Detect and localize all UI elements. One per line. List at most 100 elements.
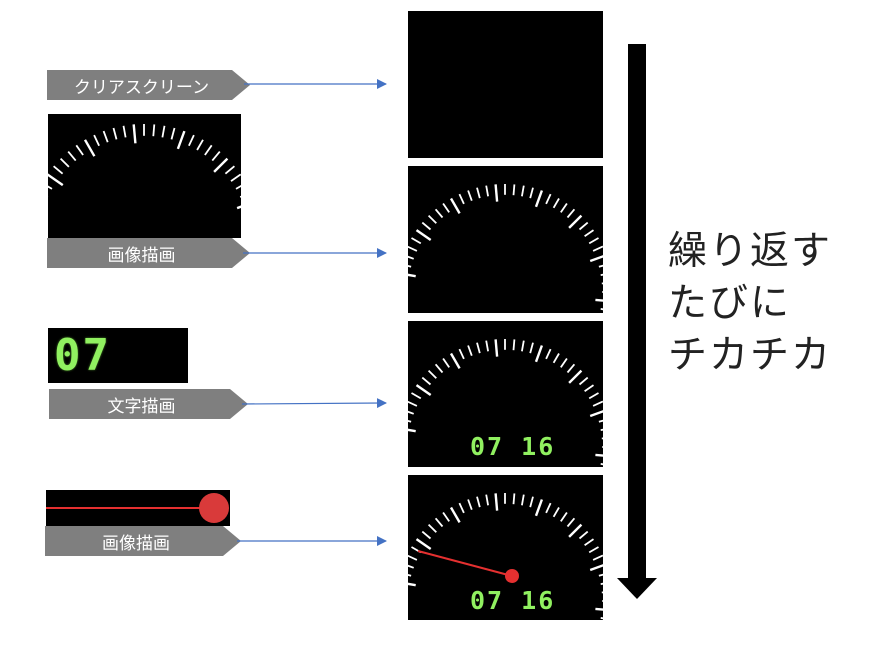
digits-source-text: 07 16 (54, 330, 111, 383)
gauge-tick (427, 369, 437, 379)
gauge-tick (112, 127, 118, 140)
gauge-tick (102, 130, 109, 143)
gauge-tick (196, 139, 204, 151)
gauge-tick (588, 237, 599, 245)
gauge-tick (512, 339, 516, 351)
gauge-tick (48, 173, 64, 187)
gauge-tick (213, 157, 229, 173)
gauge-tick (427, 523, 437, 533)
gauge-tick (75, 144, 84, 156)
gauge-tick (552, 507, 560, 518)
gauge-tick (421, 530, 432, 540)
gauge-source-image (48, 114, 241, 238)
gauge-tick (408, 420, 412, 423)
gauge-tick (53, 165, 64, 175)
gauge-needle-hub (505, 569, 519, 583)
gauge-tick (600, 617, 603, 620)
gauge-tick (421, 221, 432, 231)
gauge-tick (235, 184, 241, 190)
gauge-tick (434, 517, 444, 528)
gauge-tick (584, 538, 595, 546)
repeat-caption: 繰り返す たびに チカチカ (668, 226, 832, 382)
gauge-tick (170, 127, 176, 140)
gauge-tick (442, 202, 450, 213)
result-panel-complete: 07 16 (408, 475, 603, 620)
gauge-tick (560, 511, 568, 522)
gauge-tick (529, 342, 534, 354)
gauge-tick (408, 255, 415, 260)
gauge-tick (595, 607, 603, 611)
gauge-tick (467, 190, 473, 202)
gauge-tick (600, 428, 603, 431)
gauge-tick (408, 245, 418, 252)
gauge-tick (176, 130, 186, 150)
gauge-tick (512, 184, 516, 196)
digital-readout: 07 16 (470, 586, 556, 615)
gauge-tick (485, 185, 489, 197)
gauge-tick (494, 493, 499, 511)
gauge-tick (534, 190, 544, 208)
gauge-tick (230, 173, 241, 182)
gauge-tick (588, 392, 599, 400)
gauge-tick (224, 165, 235, 175)
gauge-tick (584, 384, 595, 392)
gauge-tick (408, 428, 416, 433)
gauge-tick (521, 340, 525, 352)
gauge-tick (122, 125, 127, 138)
gauge-tick (600, 463, 603, 466)
gauge-tick (408, 265, 412, 268)
gauge-tick (408, 554, 418, 561)
caption-line: 繰り返す (668, 229, 833, 274)
gauge-tick (415, 229, 432, 241)
gauge-tick (534, 499, 544, 517)
gauge-tick (467, 345, 473, 357)
gauge-tick (449, 197, 461, 214)
gauge-scale-graphic (408, 339, 603, 466)
gauge-tick (421, 376, 432, 386)
digital-readout: 07 16 (470, 432, 556, 461)
gauge-tick (476, 342, 481, 354)
gauge-tick (545, 193, 552, 205)
gauge-needle (417, 550, 513, 577)
digits-source-image: 07 16 (48, 328, 188, 383)
gauge-tick (48, 185, 53, 190)
gauge-tick (552, 353, 560, 364)
result-panel-gauge (408, 166, 603, 313)
caption-line: たびに (668, 281, 792, 326)
connector-arrow (241, 398, 387, 409)
gauge-tick (236, 205, 241, 210)
gauge-tick (534, 345, 544, 363)
gauge-tick (600, 582, 603, 585)
needle-graphic (46, 493, 229, 523)
gauge-tick (568, 369, 583, 384)
gauge-tick (211, 151, 221, 162)
gauge-tick (427, 214, 437, 224)
gauge-tick (529, 187, 534, 199)
gauge-tick (485, 494, 489, 506)
gauge-scale-graphic (48, 124, 241, 210)
gauge-tick (545, 348, 552, 360)
gauge-tick (578, 221, 589, 231)
gauge-tick (494, 184, 499, 202)
gauge-tick (595, 453, 603, 457)
gauge-tick (408, 273, 416, 278)
gauge-tick (592, 400, 603, 407)
gauge-tick (204, 144, 213, 156)
result-panel-cleared (408, 11, 603, 158)
gauge-tick (512, 493, 516, 505)
gauge-tick (188, 134, 195, 147)
gauge-tick (600, 308, 603, 311)
gauge-scale-graphic (408, 184, 603, 311)
repeat-arrow-shaft (628, 44, 646, 578)
gauge-tick (449, 506, 461, 523)
gauge-tick (588, 546, 599, 554)
gauge-tick (415, 538, 432, 550)
gauge-tick (595, 298, 603, 302)
gauge-tick (600, 273, 603, 276)
step-label-draw-image-gauge: 画像描画 (47, 238, 250, 268)
gauge-tick (485, 340, 489, 352)
gauge-tick (589, 564, 603, 572)
gauge-tick (578, 376, 589, 386)
result-panel-gauge-text: 07 16 (408, 321, 603, 467)
